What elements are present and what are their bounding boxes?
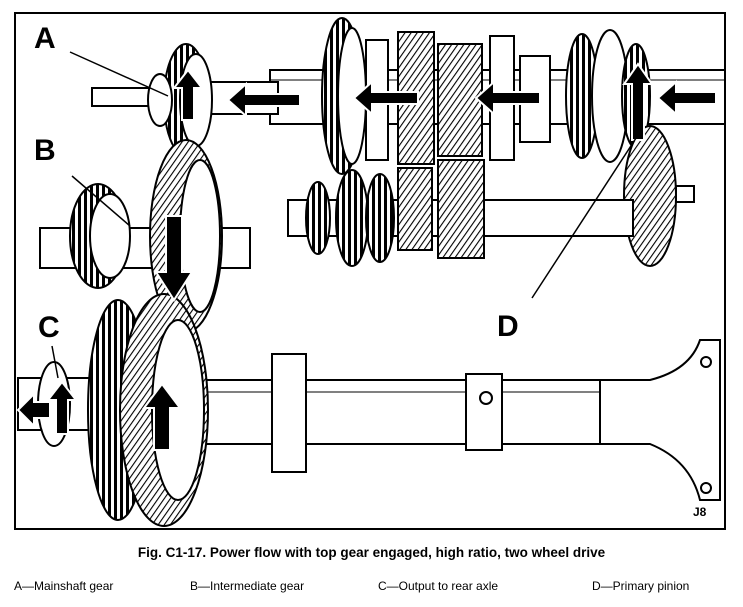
- arrow-left-2: [352, 79, 419, 117]
- arrow-left-4: [656, 79, 717, 117]
- power-flow-arrows: [16, 62, 717, 451]
- leader-b: [71, 175, 131, 227]
- arrow-down-b: [154, 215, 194, 302]
- callout-c: C: [38, 311, 60, 344]
- leader-d: [531, 131, 641, 299]
- arrow-left-c: [16, 391, 51, 429]
- leader-a: [69, 51, 169, 97]
- legend-item-a: A—Mainshaft gear: [14, 579, 114, 593]
- artist-mark: J8: [693, 505, 707, 519]
- callout-a: A: [34, 22, 56, 55]
- callout-b: B: [34, 134, 56, 167]
- legend-item-b: B—Intermediate gear: [190, 579, 305, 593]
- arrow-up-output: [142, 382, 182, 451]
- arrow-left-1: [226, 81, 301, 119]
- mainshaft-gear-a: [147, 43, 213, 157]
- leader-c: [51, 345, 59, 379]
- callout-d: D: [497, 310, 519, 343]
- transmission-illustration: [16, 17, 726, 527]
- legend-item-c: C—Output to rear axle: [378, 579, 499, 593]
- arrow-up-a: [171, 68, 205, 121]
- primary-pinion-d: [623, 125, 695, 267]
- arrow-up-c: [45, 380, 79, 435]
- figure-caption: Fig. C1-17. Power flow with top gear eng…: [137, 545, 606, 560]
- upper-gear-cluster: [321, 17, 651, 175]
- legend-item-d: D—Primary pinion: [592, 579, 690, 593]
- intermediate-gear-b: [39, 139, 251, 333]
- arrow-up-pinion: [622, 62, 654, 141]
- layshaft: [287, 159, 634, 267]
- leader-lines: [51, 51, 641, 379]
- arrow-left-3: [474, 79, 541, 117]
